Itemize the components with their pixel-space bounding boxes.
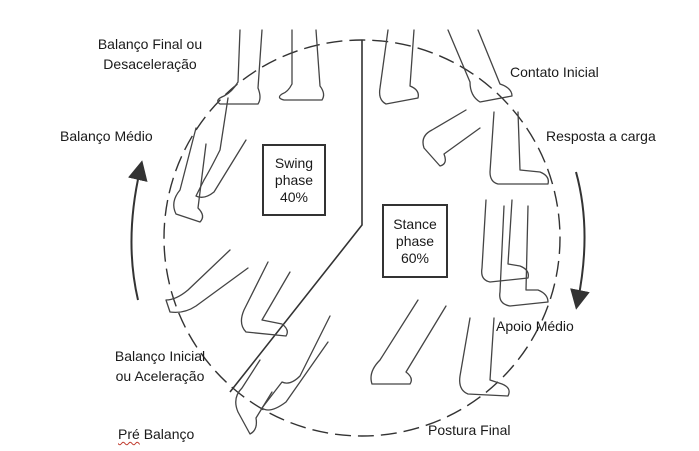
label-initial-swing: Balanço Inicial ou Aceleração	[96, 346, 224, 386]
leg-terminal-swing-b	[279, 30, 323, 100]
label-terminal-stance: Postura Final	[428, 420, 510, 440]
phase-divider-line	[230, 40, 362, 392]
leg-pre-swing-b	[236, 360, 272, 434]
right-arrow-icon	[576, 172, 585, 300]
label-terminal-swing-line2: Desaceleração	[76, 54, 224, 74]
swing-phase-line2: phase	[275, 172, 313, 189]
leg-loading-response-a	[423, 110, 480, 166]
leg-mid-stance-b	[500, 206, 548, 306]
leg-mid-stance-a	[482, 200, 529, 282]
leg-initial-swing-a	[166, 250, 248, 312]
stance-phase-percent: 60%	[401, 250, 429, 267]
stance-phase-line1: Stance	[393, 216, 437, 233]
leg-terminal-stance-a	[371, 300, 446, 384]
leg-pre-swing-a	[262, 316, 330, 410]
label-mid-swing: Balanço Médio	[60, 126, 153, 146]
swing-phase-box: Swing phase 40%	[262, 144, 326, 216]
label-initial-swing-line2: ou Aceleração	[96, 366, 224, 386]
label-initial-contact: Contato Inicial	[510, 62, 599, 82]
leg-initial-contact-b	[448, 30, 512, 102]
label-mid-stance: Apoio Médio	[496, 316, 574, 336]
leg-terminal-swing-a	[218, 30, 262, 104]
left-arrow-icon	[131, 170, 140, 300]
label-terminal-swing: Balanço Final ou Desaceleração	[76, 34, 224, 74]
swing-phase-percent: 40%	[280, 189, 308, 206]
leg-mid-swing-a	[174, 128, 206, 222]
leg-loading-response-b	[490, 112, 548, 184]
stance-phase-line2: phase	[396, 233, 434, 250]
stance-phase-box: Stance phase 60%	[382, 204, 448, 278]
swing-phase-line1: Swing	[275, 155, 313, 172]
label-pre-swing-word1: Pré	[118, 426, 140, 442]
label-terminal-swing-line1: Balanço Final ou	[76, 34, 224, 54]
leg-initial-swing-b	[241, 262, 290, 336]
label-loading-response: Resposta a carga	[546, 126, 656, 146]
label-pre-swing: Pré Balanço	[118, 424, 194, 444]
label-initial-swing-line1: Balanço Inicial	[96, 346, 224, 366]
leg-mid-swing-b	[196, 98, 246, 197]
label-pre-swing-word2: Balanço	[144, 426, 195, 442]
